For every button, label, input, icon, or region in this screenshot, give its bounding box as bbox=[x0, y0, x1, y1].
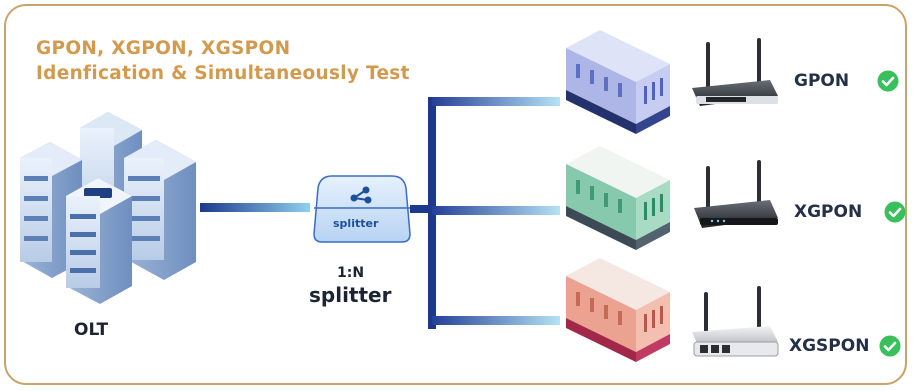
olt-server-icon bbox=[20, 112, 196, 304]
building-icon bbox=[566, 30, 670, 134]
splitter-box-icon bbox=[313, 175, 411, 243]
building-icon bbox=[566, 258, 670, 362]
rack-right bbox=[124, 140, 196, 280]
endpoint-label-xgspon: XGSPON bbox=[789, 336, 870, 356]
title-line-2: Idenfication & Simultaneously Test bbox=[36, 63, 410, 84]
title-line-1: GPON, XGPON, XGSPON bbox=[36, 38, 291, 59]
router-icon bbox=[694, 160, 778, 228]
check-circle-icon bbox=[884, 201, 906, 223]
rounded-frame bbox=[4, 4, 907, 385]
endpoint-label-gpon: GPON bbox=[794, 71, 850, 91]
router-icon bbox=[692, 286, 779, 357]
splitter-box-label: splitter bbox=[333, 217, 379, 230]
rack-front bbox=[66, 178, 132, 304]
endpoint-label-xgpon: XGPON bbox=[794, 202, 863, 222]
check-circle-icon bbox=[879, 335, 901, 357]
split-ratio-label: 1:N bbox=[337, 265, 365, 281]
router-icon bbox=[692, 38, 778, 106]
fiber-splitter-to-trunk bbox=[410, 205, 430, 213]
building-icon bbox=[566, 146, 670, 250]
olt-label: OLT bbox=[74, 320, 109, 340]
check-circle-icon bbox=[877, 70, 899, 92]
splitter-label: splitter bbox=[309, 283, 392, 307]
fiber-branch-1 bbox=[432, 97, 560, 106]
fiber-branch-3 bbox=[432, 316, 560, 325]
share-icon bbox=[350, 186, 372, 204]
fiber-branch-2 bbox=[432, 206, 560, 215]
fiber-olt-to-splitter bbox=[200, 203, 310, 212]
